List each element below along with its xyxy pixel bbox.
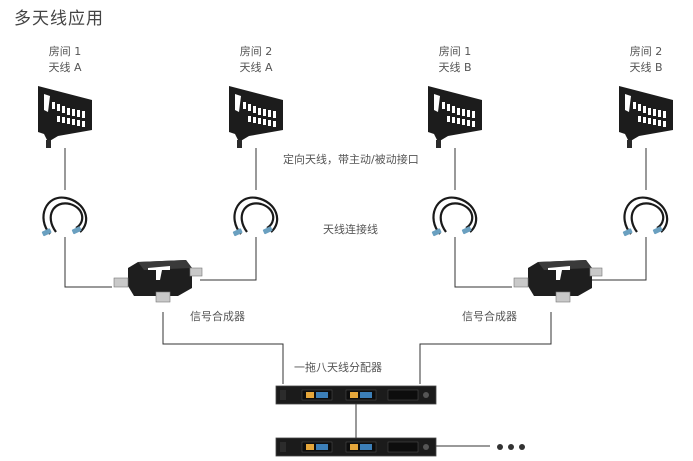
ellipsis-dot-2 — [508, 444, 514, 450]
page-title: 多天线应用 — [14, 9, 104, 29]
combiner-left-label: 信号合成器 — [190, 310, 245, 323]
antenna-cable-3 — [430, 196, 478, 238]
antenna-1-name: 天线 A — [48, 61, 82, 74]
antenna-3-name: 天线 B — [438, 61, 472, 74]
antenna-label-3: 房间 1 天线 B — [433, 44, 477, 76]
signal-combiner-left — [113, 259, 203, 303]
directional-antenna-1 — [38, 86, 92, 148]
directional-antenna-4 — [619, 86, 673, 148]
antenna-label-2: 房间 2 天线 A — [234, 44, 278, 76]
antenna-3-room: 房间 1 — [438, 45, 472, 58]
receiver-unit — [275, 437, 437, 457]
directional-antenna-2 — [229, 86, 283, 148]
antenna-cable-1 — [40, 196, 88, 238]
antenna-2-name: 天线 A — [239, 61, 273, 74]
distributor-label: 一拖八天线分配器 — [294, 361, 382, 374]
directional-antenna-label: 定向天线，带主动/被动接口 — [283, 153, 419, 166]
antenna-4-name: 天线 B — [629, 61, 663, 74]
antenna-4-room: 房间 2 — [629, 45, 663, 58]
directional-antenna-3 — [428, 86, 482, 148]
signal-combiner-right — [513, 259, 603, 303]
combiner-right-label: 信号合成器 — [462, 310, 517, 323]
ellipsis-dot-1 — [497, 444, 503, 450]
antenna-2-room: 房间 2 — [239, 45, 273, 58]
cable-label: 天线连接线 — [323, 223, 378, 236]
antenna-label-4: 房间 2 天线 B — [624, 44, 668, 76]
antenna-1-room: 房间 1 — [48, 45, 82, 58]
antenna-cable-2 — [231, 196, 279, 238]
antenna-label-1: 房间 1 天线 A — [43, 44, 87, 76]
ellipsis-dot-3 — [519, 444, 525, 450]
antenna-cable-4 — [621, 196, 669, 238]
antenna-distributor-unit — [275, 385, 437, 405]
